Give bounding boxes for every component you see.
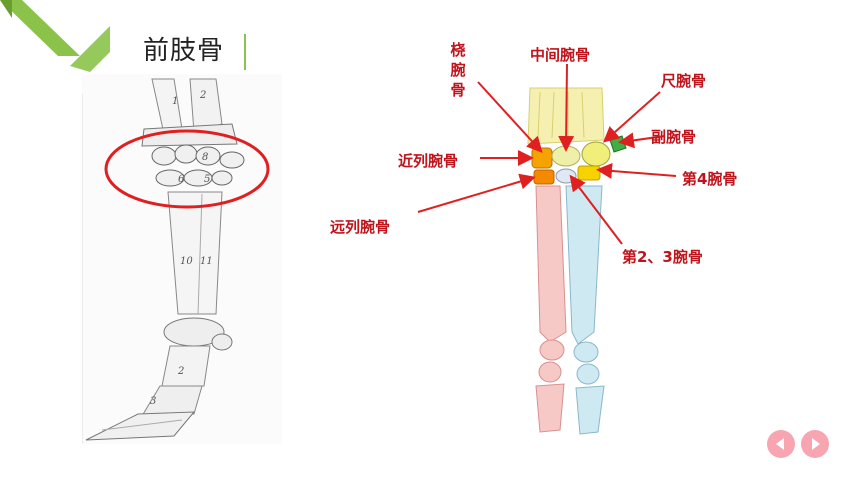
label-radial-carpal: 桡腕骨 (450, 41, 466, 99)
label-distal-row-carpals: 远列腕骨 (330, 218, 391, 236)
label-fourth-carpal: 第4腕骨 (682, 170, 738, 188)
label-accessory-carpal: 副腕骨 (651, 128, 697, 146)
slide-title: 前肢骨 (143, 36, 225, 66)
carpal-color-diagram (527, 87, 627, 435)
sketch-number: 5 (204, 174, 210, 185)
previous-slide-button[interactable] (767, 430, 795, 458)
sketch-number: 6 (178, 174, 185, 185)
label-intermediate-carpal: 中间腕骨 (530, 46, 591, 64)
corner-chevron-decoration (0, 0, 110, 72)
label-proximal-row-carpals: 近列腕骨 (398, 152, 459, 170)
triangle-right-icon (812, 438, 820, 450)
label-second-third-carpal: 第2、3腕骨 (622, 248, 703, 266)
sketch-number: 8 (202, 152, 208, 163)
next-slide-button[interactable] (801, 430, 829, 458)
triangle-left-icon (776, 438, 784, 450)
sketch-number: 10 (180, 256, 193, 267)
forelimb-sketch: 1 2 8 6 5 10 11 2 3 (82, 74, 282, 444)
sketch-number: 2 (199, 90, 206, 101)
label-ulnar-carpal: 尺腕骨 (661, 72, 707, 90)
sketch-number: 3 (150, 396, 156, 407)
sketch-number: 11 (200, 256, 213, 267)
sketch-number: 2 (177, 366, 184, 377)
title-divider (244, 34, 246, 70)
sketch-number: 1 (172, 96, 178, 107)
